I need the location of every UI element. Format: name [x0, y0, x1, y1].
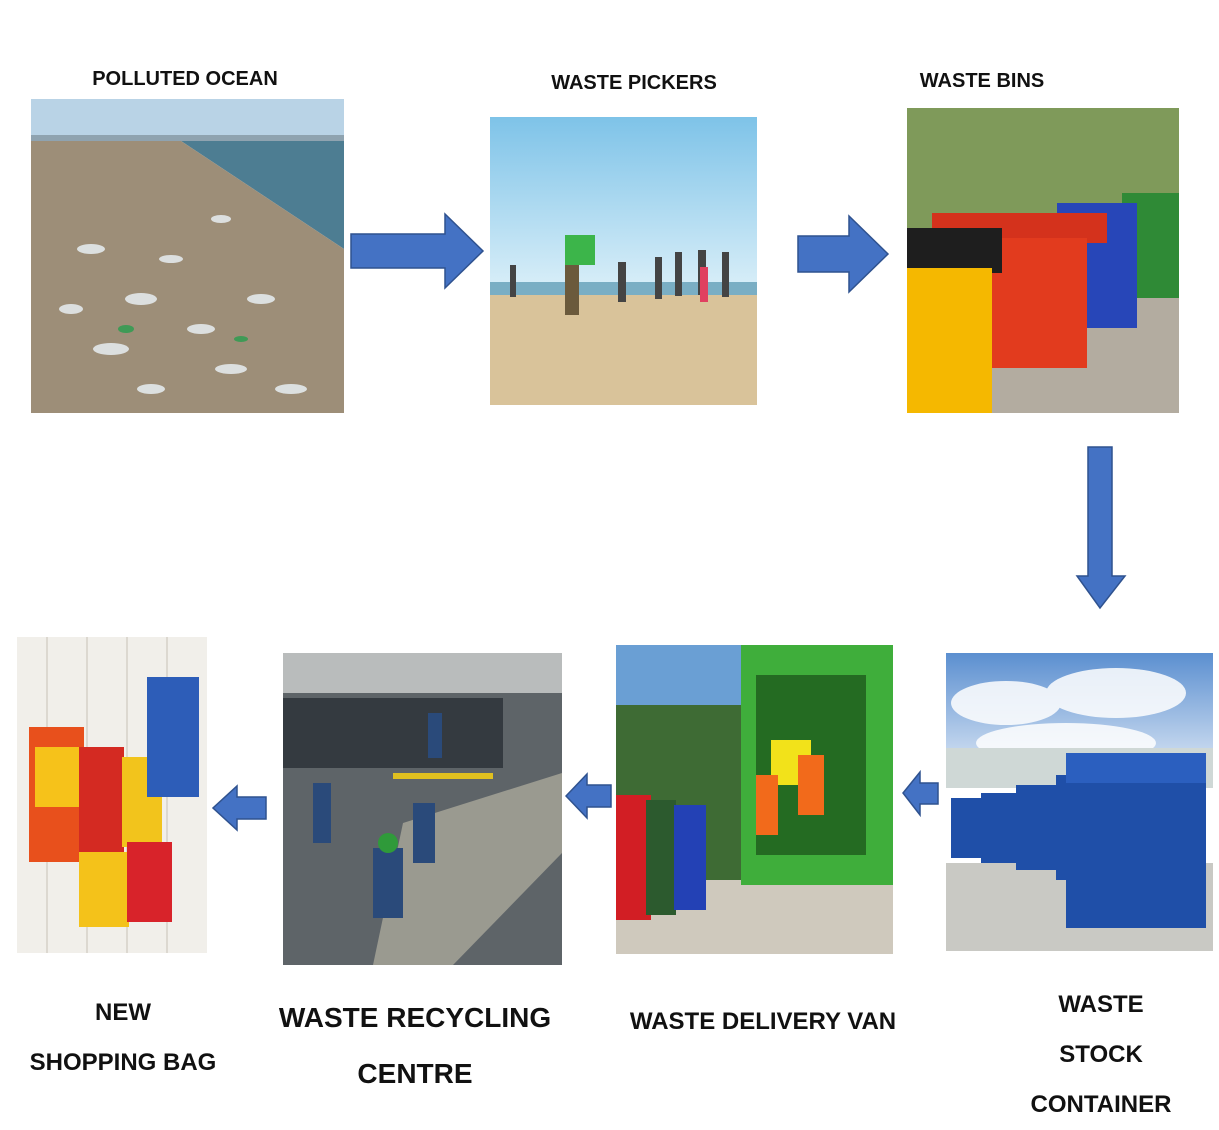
image-waste-recycling-centre: [283, 653, 562, 965]
label-line: SHOPPING BAG: [29, 1049, 217, 1076]
label-line: STOCK: [1059, 1041, 1143, 1068]
image-waste-stock-container: [946, 653, 1213, 951]
arrow-left-1: [902, 770, 939, 817]
label-waste-recycling-centre: WASTE RECYCLING CENTRE: [279, 990, 551, 1102]
label-waste-pickers: WASTE PICKERS: [551, 72, 717, 94]
label-line: CONTAINER: [1030, 1091, 1172, 1118]
arrow-left-2: [565, 772, 612, 820]
label-waste-delivery-van: WASTE DELIVERY VAN: [629, 1008, 897, 1035]
image-polluted-ocean: [31, 99, 344, 413]
label-line: WASTE RECYCLING: [278, 1002, 552, 1033]
label-polluted-ocean: POLLUTED OCEAN: [92, 68, 278, 90]
label-line: CENTRE: [357, 1058, 473, 1089]
image-waste-bins: [907, 108, 1179, 413]
label-line: WASTE: [1058, 991, 1144, 1018]
label-waste-stock-container: WASTE STOCK CONTAINER: [1031, 980, 1172, 1130]
arrow-left-3: [212, 784, 267, 832]
image-waste-pickers: [490, 117, 757, 405]
label-new-shopping-bag: NEW SHOPPING BAG: [30, 988, 217, 1088]
arrow-right-2: [797, 214, 890, 294]
arrow-right-1: [350, 212, 485, 290]
image-new-shopping-bag: [17, 637, 207, 953]
label-waste-bins: WASTE BINS: [919, 70, 1045, 92]
arrow-down: [1075, 446, 1127, 610]
image-waste-delivery-van: [616, 645, 893, 954]
label-line: NEW: [94, 999, 151, 1026]
